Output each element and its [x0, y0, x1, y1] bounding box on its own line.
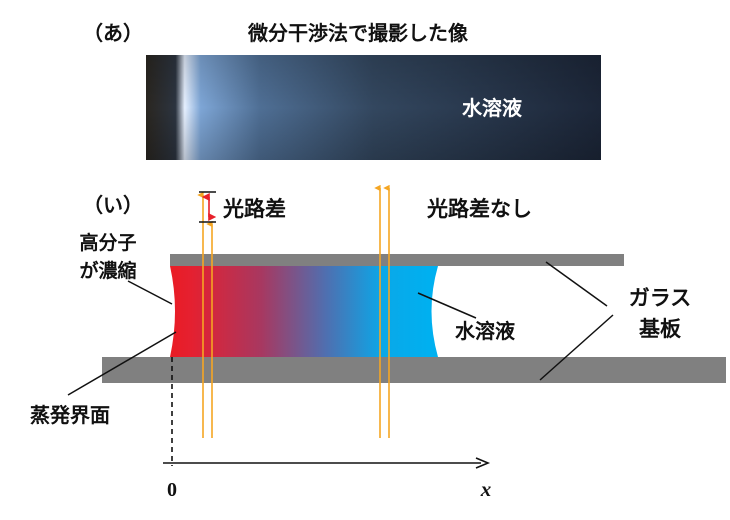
leader-polymer [127, 280, 173, 305]
fluid-region [170, 266, 438, 357]
optical-path-difference-label: 光路差 [222, 197, 286, 221]
panel-b-label: （い） [83, 193, 143, 217]
glass-substrate-label-line1: ガラス [629, 286, 692, 310]
no-optical-path-difference-label: 光路差なし [426, 197, 532, 221]
glass-substrate-top [170, 254, 624, 266]
x-axis-origin-label: 0 [167, 479, 177, 501]
leader-interface [67, 331, 177, 396]
glass-substrate-label-line2: 基板 [639, 317, 682, 341]
panel-a-label: （あ） [83, 21, 143, 45]
solution-label: 水溶液 [455, 319, 516, 343]
x-axis-variable-label: x [480, 477, 492, 501]
glass-substrate-bottom [102, 357, 726, 383]
micrograph-solution-label: 水溶液 [462, 96, 523, 120]
leader-glass-bottom [539, 314, 614, 381]
micrograph-shading [146, 55, 601, 160]
x-axis-arrowhead [475, 457, 491, 469]
leader-solution [417, 292, 477, 319]
panel-a-title: 微分干渉法で撮影した像 [247, 21, 469, 45]
evaporation-interface-label: 蒸発界面 [30, 403, 110, 427]
leader-glass-top [545, 261, 608, 307]
polymer-concentrated-label-line1: 高分子 [79, 231, 136, 254]
polymer-concentrated-label-line2: が濃縮 [79, 259, 136, 282]
